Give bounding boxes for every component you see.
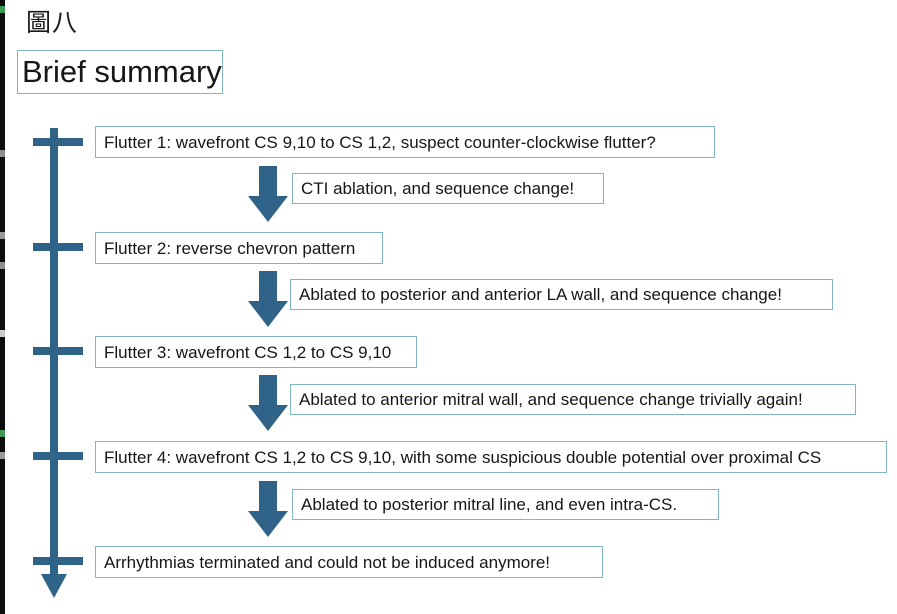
flow-arrow-shaft bbox=[259, 375, 277, 407]
flow-arrow-shaft bbox=[259, 166, 277, 198]
figure-caption: 圖八 bbox=[26, 8, 79, 37]
action-box-2[interactable]: Ablated to posterior and anterior LA wal… bbox=[290, 279, 833, 310]
flow-arrow-shaft bbox=[259, 481, 277, 513]
action-label-4: Ablated to posterior mitral line, and ev… bbox=[301, 495, 678, 514]
stage-label-1: Flutter 1: wavefront CS 9,10 to CS 1,2, … bbox=[104, 132, 656, 152]
edge-speck-grey-d bbox=[0, 330, 5, 337]
edge-speck-grey-b bbox=[0, 232, 5, 239]
edge-speck-grey-e bbox=[0, 452, 5, 459]
stage-label-4: Flutter 4: wavefront CS 1,2 to CS 9,10, … bbox=[104, 447, 822, 467]
stage-box-4[interactable]: Flutter 4: wavefront CS 1,2 to CS 9,10, … bbox=[95, 441, 887, 473]
stage-box-1[interactable]: Flutter 1: wavefront CS 9,10 to CS 1,2, … bbox=[95, 126, 715, 158]
flow-arrow-icon-4 bbox=[248, 481, 288, 537]
action-box-4[interactable]: Ablated to posterior mitral line, and ev… bbox=[292, 489, 719, 520]
timeline-tick-5 bbox=[33, 557, 83, 565]
action-box-1[interactable]: CTI ablation, and sequence change! bbox=[292, 173, 604, 204]
flow-arrow-shaft bbox=[259, 271, 277, 303]
timeline-tick-4 bbox=[33, 452, 83, 460]
edge-speck-green-top bbox=[0, 6, 5, 13]
stage-box-2[interactable]: Flutter 2: reverse chevron pattern bbox=[95, 232, 383, 264]
stage-box-3[interactable]: Flutter 3: wavefront CS 1,2 to CS 9,10 bbox=[95, 336, 417, 368]
page-title: Brief summary bbox=[22, 54, 222, 89]
edge-speck-grey-c bbox=[0, 262, 5, 269]
timeline-tick-1 bbox=[33, 138, 83, 146]
stage-label-3: Flutter 3: wavefront CS 1,2 to CS 9,10 bbox=[104, 342, 392, 362]
action-label-2: Ablated to posterior and anterior LA wal… bbox=[299, 285, 782, 304]
flow-arrow-head bbox=[248, 196, 288, 222]
action-box-3[interactable]: Ablated to anterior mitral wall, and seq… bbox=[290, 384, 856, 415]
flow-arrow-head bbox=[248, 405, 288, 431]
conclusion-box[interactable]: Arrhythmias terminated and could not be … bbox=[95, 546, 603, 578]
flow-arrow-icon-3 bbox=[248, 375, 288, 431]
stage-label-2: Flutter 2: reverse chevron pattern bbox=[104, 238, 356, 258]
flow-arrow-icon-1 bbox=[248, 166, 288, 222]
timeline-tick-3 bbox=[33, 347, 83, 355]
flow-arrow-head bbox=[248, 301, 288, 327]
edge-speck-grey-a bbox=[0, 150, 5, 157]
timeline-arrow-icon bbox=[41, 574, 67, 598]
title-box bbox=[17, 50, 223, 94]
conclusion-label: Arrhythmias terminated and could not be … bbox=[104, 552, 551, 572]
slide-left-edge-artifact bbox=[0, 0, 5, 614]
timeline-tick-2 bbox=[33, 243, 83, 251]
flow-arrow-icon-2 bbox=[248, 271, 288, 327]
edge-speck-green-bottom bbox=[0, 430, 5, 437]
action-label-3: Ablated to anterior mitral wall, and seq… bbox=[299, 390, 803, 409]
flow-arrow-head bbox=[248, 511, 288, 537]
action-label-1: CTI ablation, and sequence change! bbox=[301, 179, 575, 198]
